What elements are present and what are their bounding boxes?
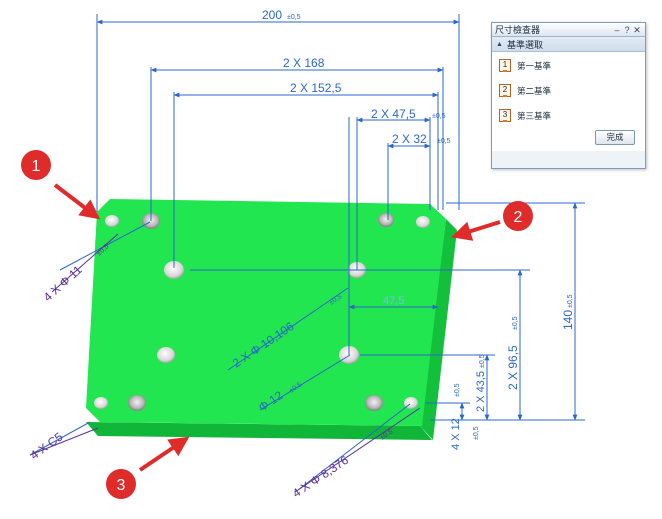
dim-chamfer: 4 X C5 (28, 429, 66, 462)
dim-140-tol: ±0,5 (567, 294, 574, 308)
datum-item-1[interactable]: 1 第一基準 (499, 59, 551, 72)
datum-3-icon: 3 (499, 109, 511, 122)
hole[interactable] (157, 347, 175, 363)
dim-152-5: 2 X 152,5 (290, 81, 342, 95)
plate-right-face (420, 219, 457, 440)
help-icon[interactable]: ? (624, 24, 630, 35)
dim-140: 140 (561, 310, 575, 330)
dim-32: 2 X 32 (392, 132, 427, 146)
hole[interactable] (365, 395, 383, 411)
purple-leaders (29, 233, 421, 493)
plate-part[interactable] (86, 199, 457, 440)
datum-1-icon: 1 (499, 59, 511, 72)
hole[interactable] (128, 395, 146, 411)
dim-12-tol: ±0,5 (454, 383, 461, 397)
hole-group (94, 213, 430, 411)
dim-200: 200 (262, 8, 282, 22)
datum-item-3[interactable]: 3 第三基準 (499, 109, 551, 122)
panel-titlebar[interactable]: 尺寸檢查器 – ? ✕ (492, 23, 645, 37)
dim-47-5-inner: 47,5 (383, 295, 404, 307)
dimension-inspector-panel: 尺寸檢查器 – ? ✕ ▲ 基準選取 1 第一基準 2 第二基準 3 第三基準 … (491, 22, 646, 169)
dim-32-tol: ±0,5 (437, 138, 451, 145)
svg-text:3: 3 (117, 477, 126, 494)
dim-96-5-tol: ±0,5 (512, 316, 519, 330)
dim-dia-8-376: 4 X Φ 8,376 (290, 453, 351, 501)
dim-small-tol: ±0,5 (473, 426, 480, 440)
hole[interactable] (378, 213, 394, 227)
datum-item-label: 第二基準 (517, 85, 552, 96)
dim-168: 2 X 168 (283, 56, 325, 70)
callout-1: 1 (21, 150, 101, 220)
minimize-icon[interactable]: – (614, 24, 620, 35)
datum-list: 1 第一基準 2 第二基準 3 第三基準 完成 (492, 52, 645, 151)
panel-title: 尺寸檢查器 (495, 25, 541, 35)
section-datum-selection[interactable]: ▲ 基準選取 (492, 37, 645, 52)
dim-43-5: 2 X 43,5 (475, 371, 487, 412)
dim-43-5-tol: ±0,5 (479, 354, 486, 368)
dim-47-5: 2 X 47,5 (371, 107, 416, 121)
datum-item-label: 第三基準 (517, 110, 552, 121)
hole[interactable] (416, 216, 430, 228)
hole[interactable] (164, 261, 184, 279)
hole[interactable] (94, 397, 108, 409)
hole[interactable] (105, 215, 119, 227)
dim-47-5-tol: ±0,5 (432, 113, 446, 120)
done-button[interactable]: 完成 (595, 130, 635, 145)
close-icon[interactable]: ✕ (633, 24, 641, 35)
plate-side-face (86, 422, 432, 440)
dim-12: 4 X 12 (450, 418, 462, 450)
datum-item-label: 第一基準 (517, 60, 552, 71)
callout-3: 3 (106, 436, 190, 499)
dim-200-tol: ±0,5 (287, 14, 301, 21)
datum-2-icon: 2 (499, 84, 511, 97)
plate-top-face (86, 199, 446, 426)
callout-2: 2 (451, 201, 533, 241)
datum-item-2[interactable]: 2 第二基準 (499, 84, 551, 97)
section-label: 基準選取 (506, 39, 543, 50)
collapse-triangle-icon[interactable]: ▲ (496, 40, 503, 48)
svg-text:2: 2 (514, 209, 523, 226)
dim-96-5: 2 X 96,5 (506, 345, 520, 390)
svg-text:1: 1 (32, 158, 41, 175)
